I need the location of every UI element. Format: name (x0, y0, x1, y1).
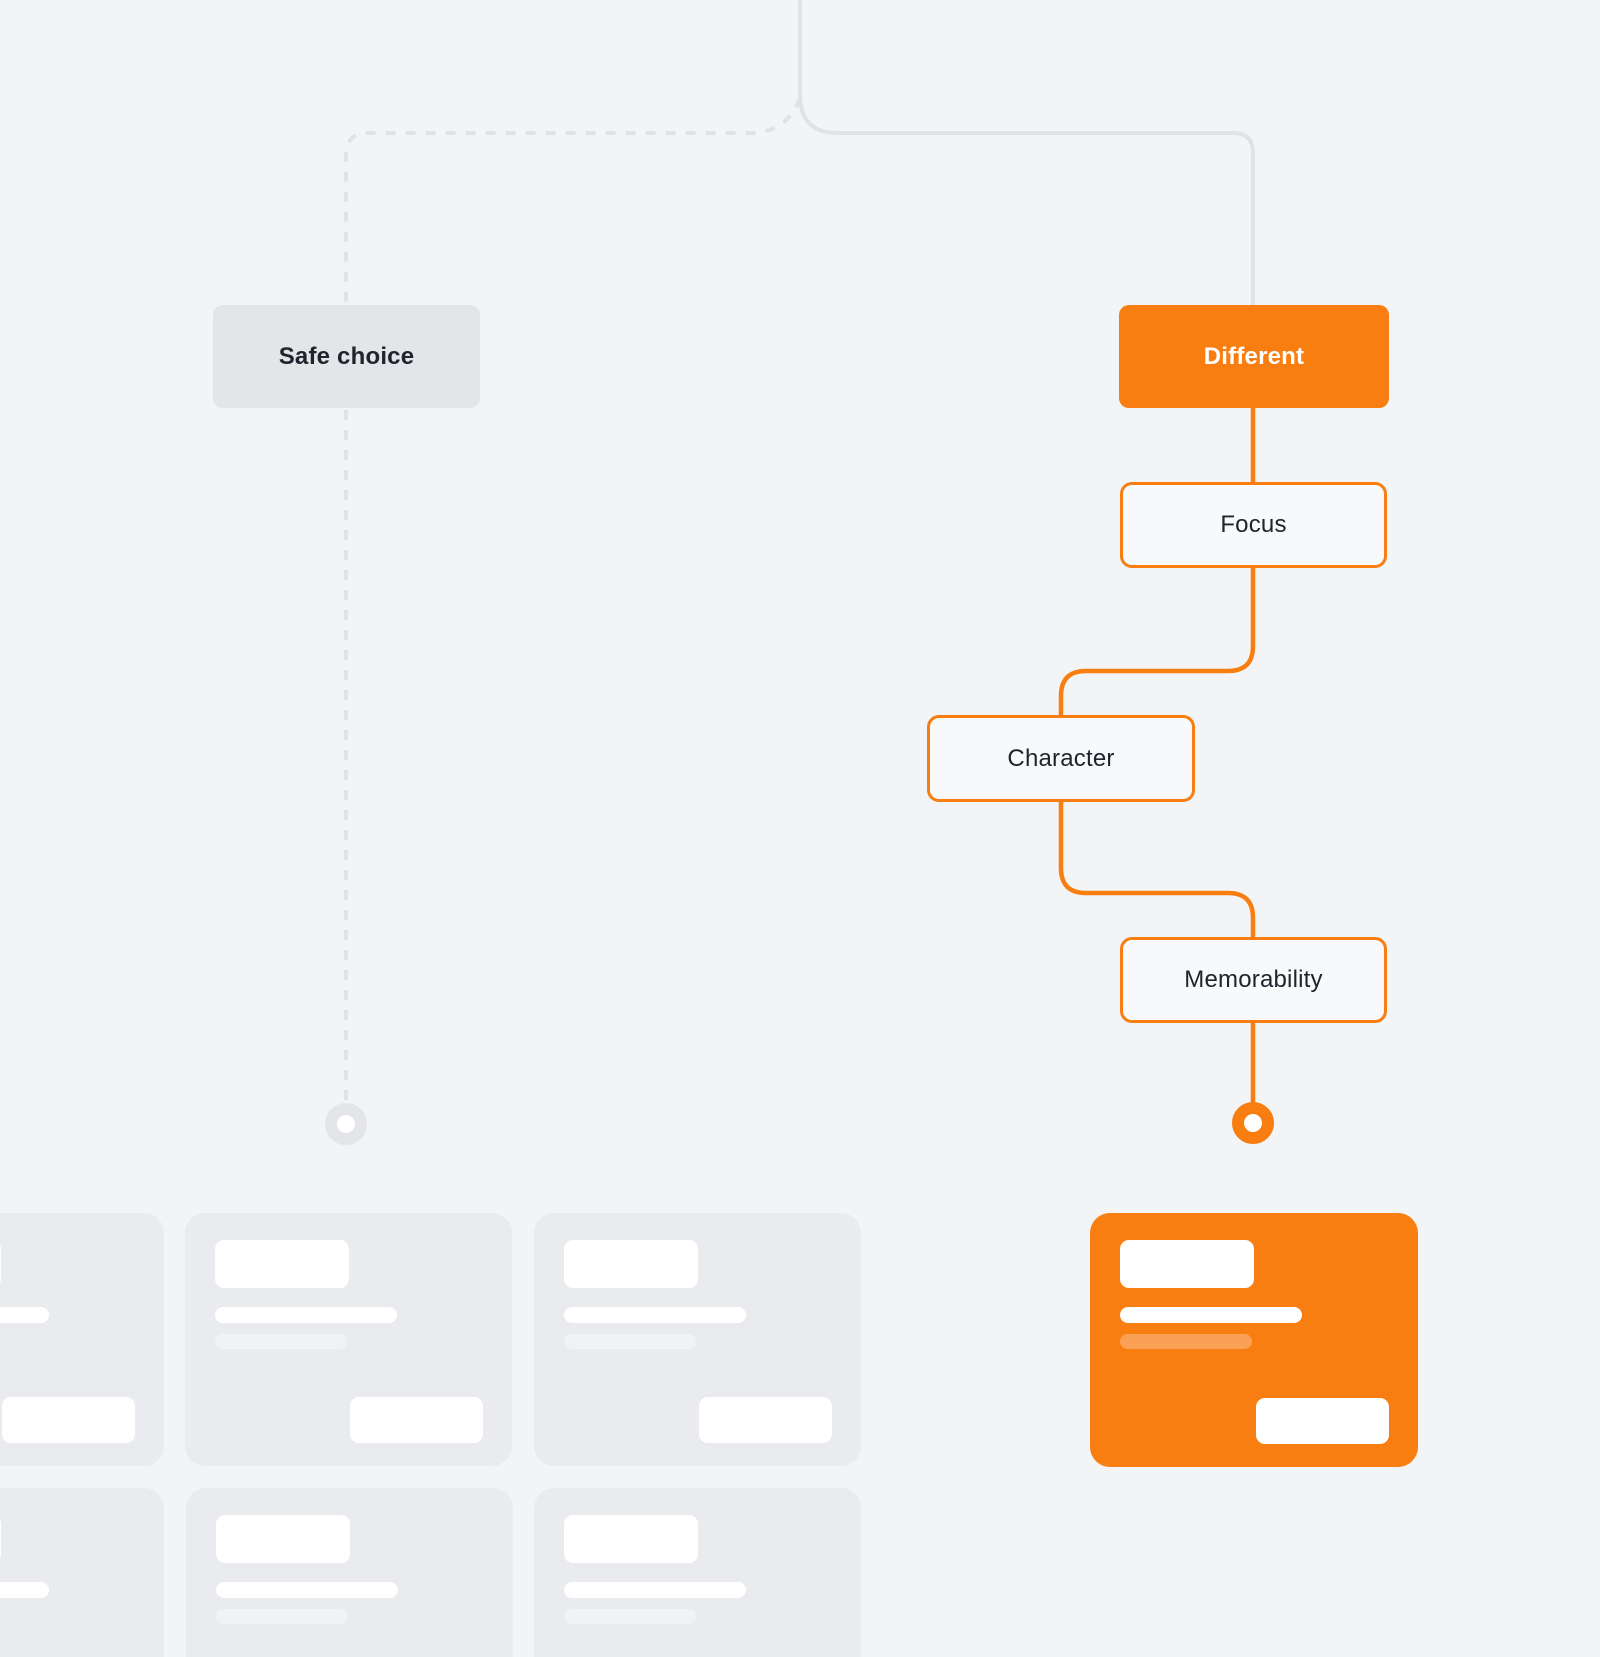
placeholder-text-line (1120, 1307, 1302, 1323)
placeholder-title-block (564, 1240, 698, 1288)
placeholder-button (699, 1397, 832, 1443)
placeholder-title-block (215, 1240, 349, 1288)
placeholder-text-line (564, 1307, 746, 1323)
placeholder-button (2, 1397, 135, 1443)
placeholder-text-line-muted (1120, 1334, 1252, 1349)
placeholder-title-block (564, 1515, 698, 1563)
safe-path-endpoint-dot (325, 1103, 367, 1145)
skeleton-card (534, 1213, 861, 1466)
placeholder-text-line-muted (215, 1334, 347, 1349)
node-focus[interactable]: Focus (1120, 482, 1387, 568)
placeholder-text-line (215, 1307, 397, 1323)
placeholder-text-line-muted (216, 1609, 348, 1624)
placeholder-title-block (216, 1515, 350, 1563)
skeleton-card-partial (0, 1213, 164, 1466)
connector-dashed-stem-to-safe-choice (344, 97, 802, 303)
connector-character-to-memorability (1058, 802, 1256, 937)
connector-stem-to-different (798, 0, 1255, 305)
placeholder-title-block (0, 1240, 1, 1288)
skeleton-card-partial (0, 1488, 164, 1657)
node-memorability[interactable]: Memorability (1120, 937, 1387, 1023)
placeholder-text-line-muted (564, 1334, 696, 1349)
placeholder-text-line (0, 1582, 49, 1598)
node-different[interactable]: Different (1119, 305, 1389, 408)
skeleton-card (534, 1488, 861, 1657)
placeholder-text-line (0, 1307, 49, 1323)
placeholder-text-line (564, 1582, 746, 1598)
placeholder-button (1256, 1398, 1389, 1444)
placeholder-text-line-muted (564, 1609, 696, 1624)
skeleton-card-highlighted (1090, 1213, 1418, 1467)
placeholder-title-block (1120, 1240, 1254, 1288)
connector-focus-to-character (1058, 568, 1256, 715)
placeholder-title-block (0, 1515, 1, 1563)
placeholder-button (350, 1397, 483, 1443)
node-safe-choice[interactable]: Safe choice (213, 305, 480, 408)
different-path-endpoint-dot (1232, 1102, 1274, 1144)
node-character[interactable]: Character (927, 715, 1195, 802)
skeleton-card (185, 1213, 512, 1466)
placeholder-text-line (216, 1582, 398, 1598)
skeleton-card (186, 1488, 513, 1657)
